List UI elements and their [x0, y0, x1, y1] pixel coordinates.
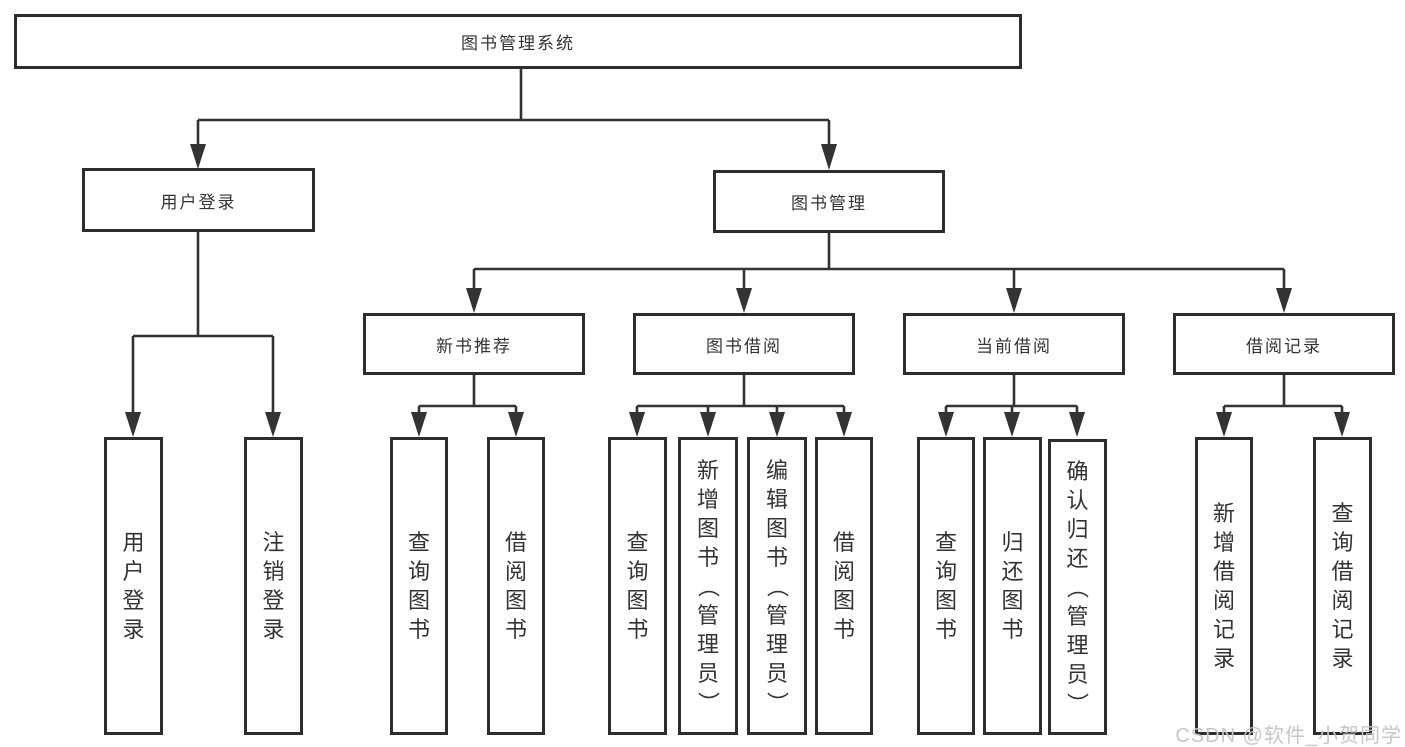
- leaf-query-borrow-record: 查询借阅记录: [1313, 437, 1372, 735]
- leaf-confirm-return-admin-label: 确认归还（管理员）: [1064, 458, 1090, 715]
- leaf-user-login: 用户登录: [104, 437, 163, 735]
- leaf-add-borrow-record: 新增借阅记录: [1195, 437, 1253, 735]
- leaf-logout-label: 注销登录: [262, 530, 285, 642]
- node-book-borrow: 图书借阅: [633, 313, 855, 375]
- node-current-borrow-label: 当前借阅: [976, 336, 1052, 356]
- leaf-borrow-query: 查询图书: [608, 437, 667, 735]
- node-book-borrow-label: 图书借阅: [706, 336, 782, 356]
- connector-borrow-record-children: [1216, 375, 1350, 437]
- leaf-query-borrow-record-label: 查询借阅记录: [1331, 501, 1354, 671]
- leaf-return-book-label: 归还图书: [1001, 530, 1024, 642]
- leaf-newbook-borrow: 借阅图书: [487, 437, 545, 735]
- leaf-current-query-label: 查询图书: [934, 530, 957, 642]
- node-new-book-recommend: 新书推荐: [363, 313, 585, 375]
- leaf-current-query: 查询图书: [917, 437, 975, 735]
- leaf-newbook-borrow-label: 借阅图书: [504, 530, 527, 642]
- connector-current-borrow-children: [938, 375, 1085, 437]
- leaf-newbook-query-label: 查询图书: [407, 530, 430, 642]
- node-borrow-record-label: 借阅记录: [1246, 336, 1322, 356]
- node-root-system: 图书管理系统: [14, 14, 1022, 69]
- connector-user-login-children: [125, 232, 281, 437]
- leaf-borrow-query-label: 查询图书: [626, 530, 649, 642]
- connector-root-to-level2: [190, 69, 837, 170]
- leaf-add-borrow-record-label: 新增借阅记录: [1212, 501, 1235, 671]
- leaf-return-book: 归还图书: [983, 437, 1042, 735]
- connector-book-management-sections: [466, 233, 1292, 313]
- leaf-user-login-label: 用户登录: [122, 530, 145, 642]
- node-current-borrow: 当前借阅: [903, 313, 1125, 375]
- leaf-logout: 注销登录: [244, 437, 303, 735]
- leaf-edit-book-admin-label: 编辑图书（管理员）: [764, 457, 790, 714]
- node-user-login-label: 用户登录: [160, 192, 237, 212]
- node-user-login: 用户登录: [82, 168, 315, 232]
- node-book-management-label: 图书管理: [791, 194, 867, 213]
- leaf-add-book-admin-label: 新增图书（管理员）: [695, 457, 721, 714]
- node-new-book-recommend-label: 新书推荐: [436, 336, 512, 356]
- leaf-borrow-book-label: 借阅图书: [832, 530, 855, 642]
- leaf-edit-book-admin: 编辑图书（管理员）: [747, 437, 807, 735]
- leaf-confirm-return-admin: 确认归还（管理员）: [1048, 439, 1107, 735]
- leaf-add-book-admin: 新增图书（管理员）: [678, 437, 738, 735]
- node-book-management: 图书管理: [713, 170, 945, 233]
- leaf-borrow-book: 借阅图书: [815, 437, 873, 735]
- node-borrow-record: 借阅记录: [1173, 313, 1395, 375]
- node-root-system-label: 图书管理系统: [461, 34, 575, 53]
- csdn-watermark: CSDN @软件_小贺同学: [1175, 725, 1402, 747]
- connector-book-borrow-children: [629, 375, 852, 437]
- leaf-newbook-query: 查询图书: [390, 437, 448, 735]
- connector-new-book-children: [411, 375, 524, 437]
